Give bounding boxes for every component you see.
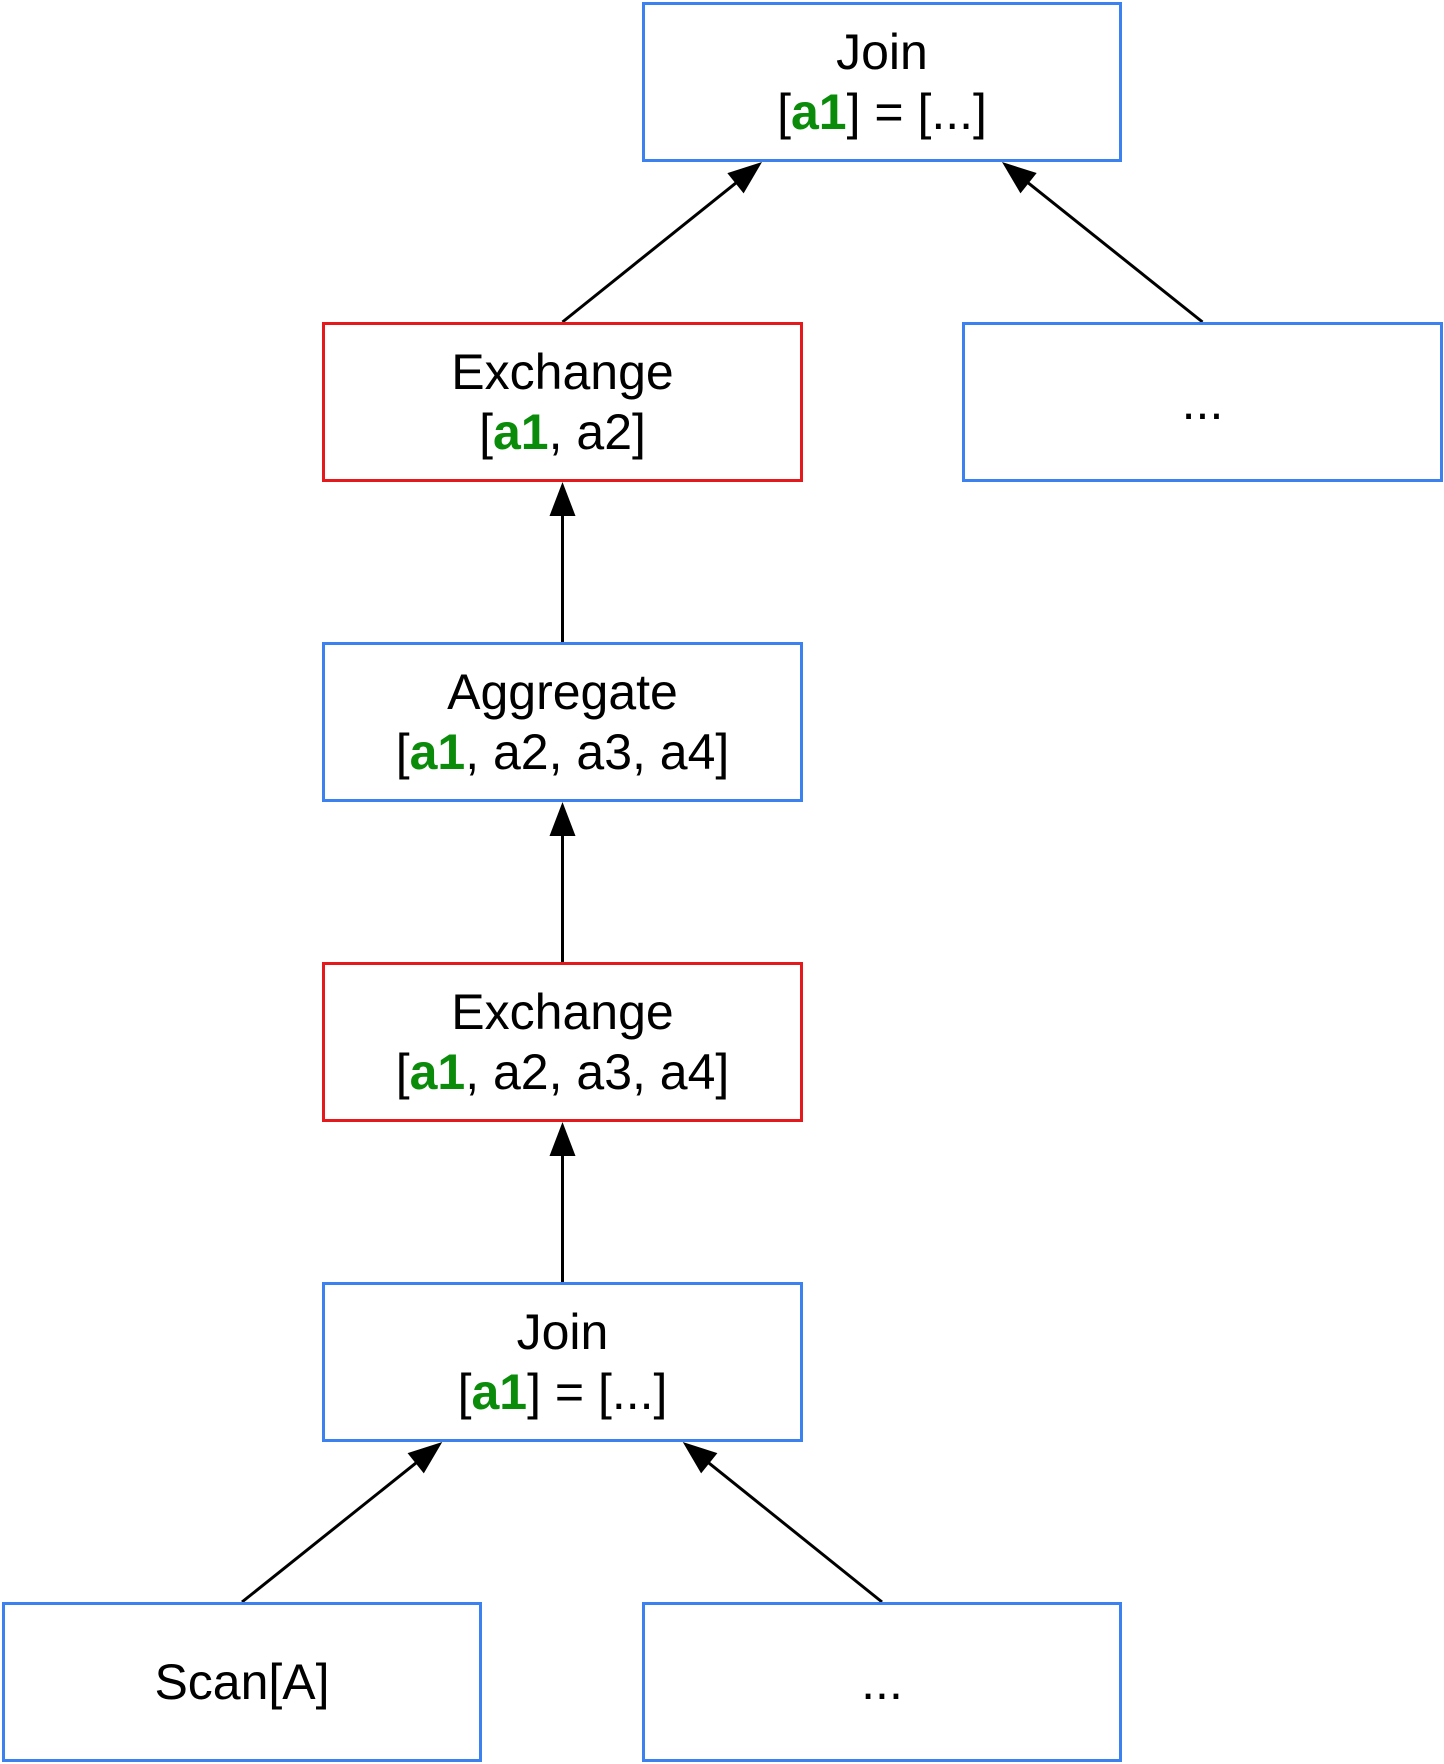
arrowhead-icon: [549, 802, 576, 836]
aggregate-node: Aggregate [a1, a2, a3, a4]: [322, 642, 803, 802]
node-title: ...: [861, 1654, 903, 1710]
cols-open: [: [479, 404, 493, 460]
edge-scan-a-to-join-bottom: [241, 1460, 419, 1604]
arrowhead-icon: [727, 162, 762, 194]
cols-open: [: [457, 1364, 472, 1420]
node-title: Aggregate: [447, 664, 678, 720]
node-title: Join: [836, 24, 928, 80]
edge-ellipsis-bottom-to-join-bottom: [706, 1460, 883, 1604]
node-title: ...: [1181, 374, 1224, 430]
arrowhead-icon: [682, 1442, 718, 1474]
placeholder-node-bottom: ...: [642, 1602, 1122, 1762]
arrowhead-icon: [407, 1442, 443, 1474]
cols-rest: ] = [...]: [846, 84, 987, 140]
node-title: Exchange: [451, 344, 674, 400]
key-column: a1: [471, 1364, 528, 1420]
key-column: a1: [409, 724, 466, 780]
arrowhead-icon: [549, 482, 576, 516]
key-column: a1: [492, 404, 549, 460]
node-columns: [a1, a2]: [479, 402, 646, 462]
node-columns: [a1] = [...]: [458, 1362, 668, 1422]
node-title: Scan[A]: [154, 1654, 330, 1710]
arrowhead-icon: [549, 1122, 576, 1156]
key-column: a1: [409, 1044, 466, 1100]
edge-exchange-top-to-join-top: [561, 180, 738, 324]
placeholder-node-right: ...: [962, 322, 1443, 482]
cols-open: [: [395, 724, 410, 780]
node-title: Join: [516, 1304, 609, 1360]
node-columns: [a1] = [...]: [777, 82, 987, 142]
exchange-node-bottom: Exchange [a1, a2, a3, a4]: [322, 962, 803, 1122]
cols-rest: , a2, a3, a4]: [465, 724, 730, 780]
cols-open: [: [395, 1044, 410, 1100]
scan-node: Scan[A]: [2, 1602, 482, 1762]
node-title: Exchange: [451, 984, 674, 1040]
edge-ellipsis-right-to-join-top: [1026, 180, 1204, 324]
join-node-top: Join [a1] = [...]: [642, 2, 1122, 162]
cols-rest: , a2, a3, a4]: [465, 1044, 730, 1100]
cols-open: [: [777, 84, 791, 140]
node-columns: [a1, a2, a3, a4]: [396, 722, 730, 782]
cols-rest: , a2]: [548, 404, 646, 460]
node-columns: [a1, a2, a3, a4]: [396, 1042, 730, 1102]
join-node-bottom: Join [a1] = [...]: [322, 1282, 803, 1442]
key-column: a1: [790, 84, 847, 140]
cols-rest: ] = [...]: [527, 1364, 668, 1420]
exchange-node-top: Exchange [a1, a2]: [322, 322, 803, 482]
arrowhead-icon: [1002, 162, 1037, 194]
